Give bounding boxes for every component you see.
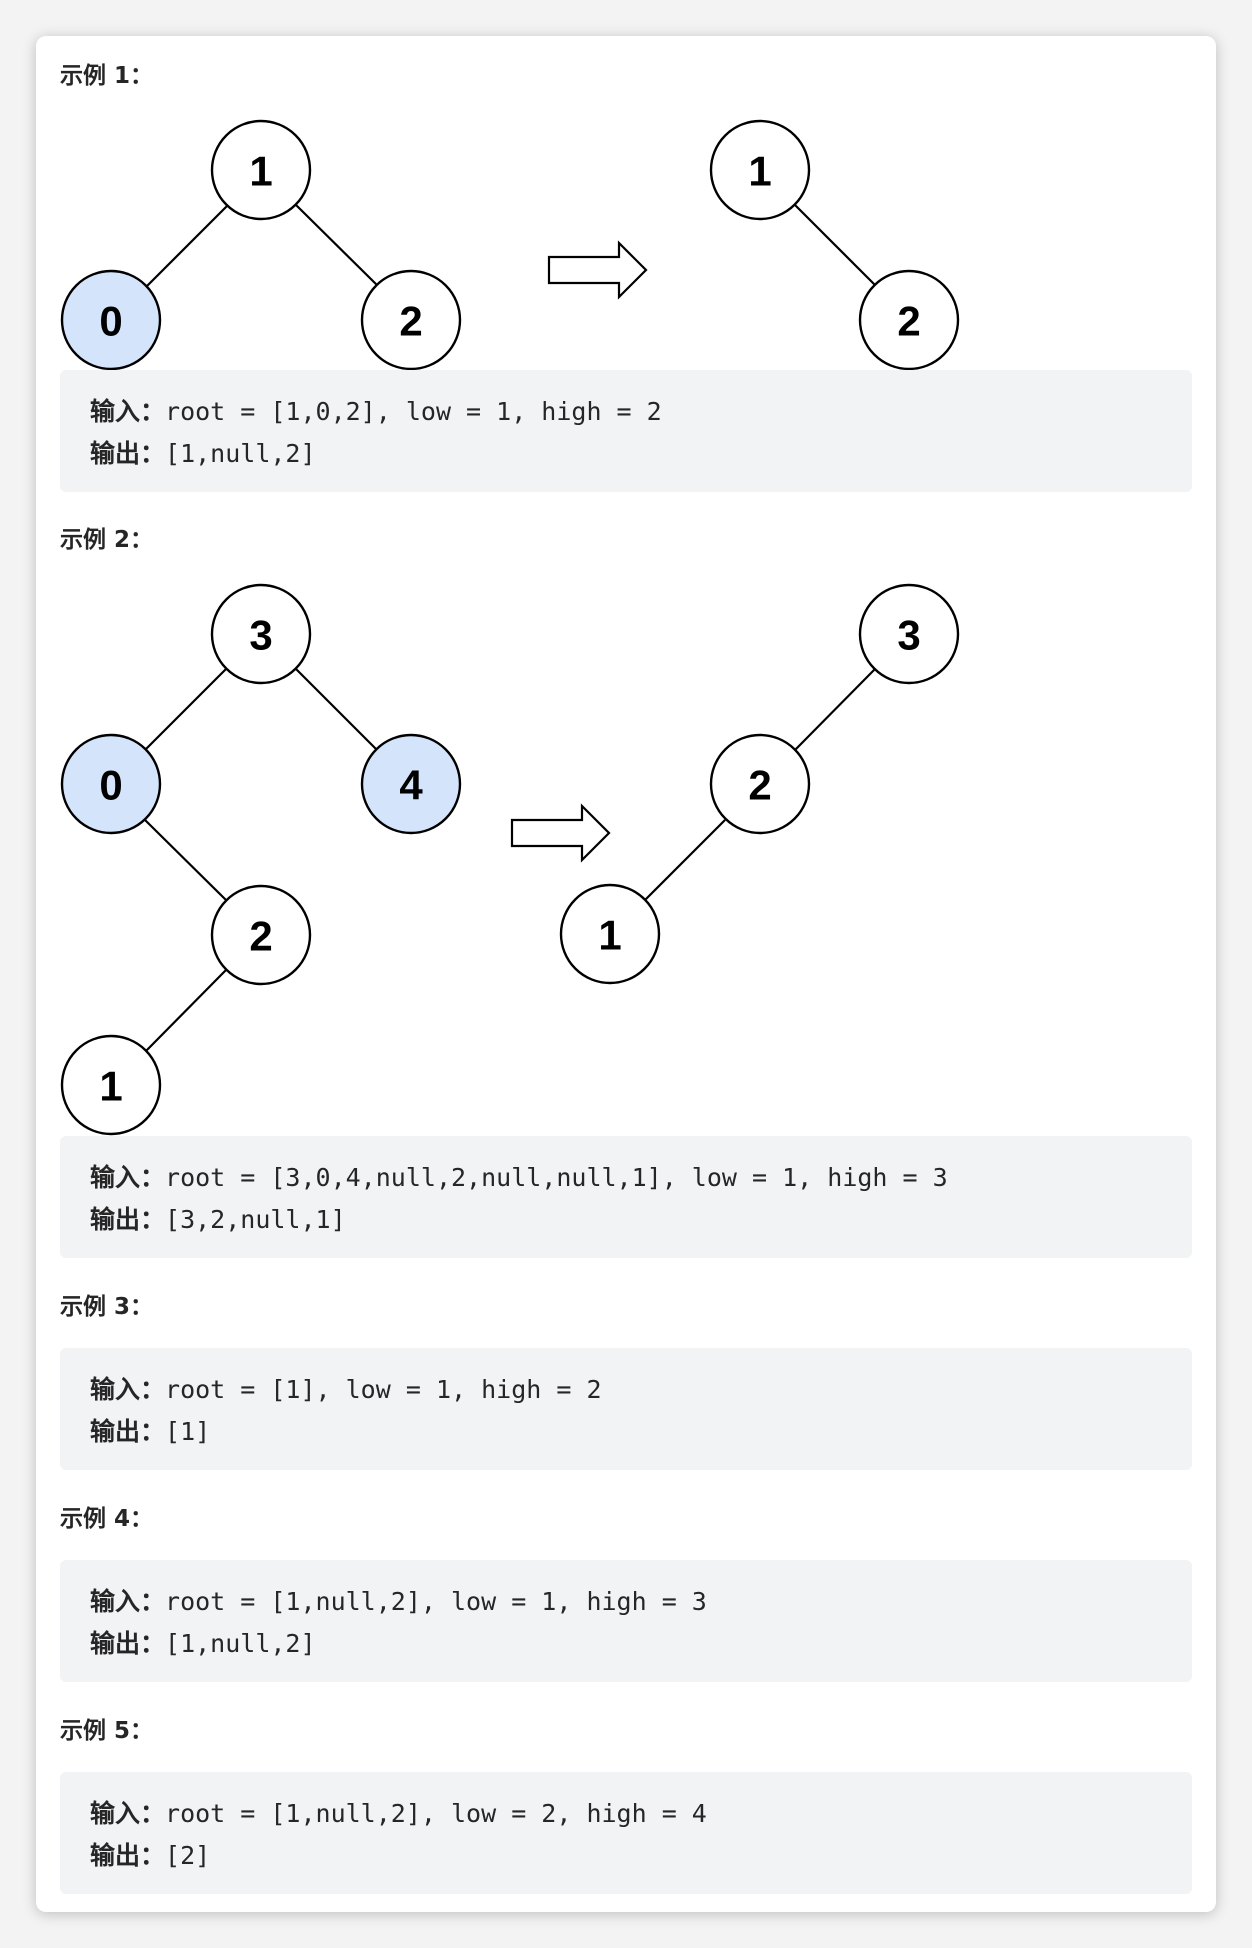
example-4-heading: 示例 4： (60, 1506, 154, 1532)
tree-node: 1 (559, 883, 661, 985)
output-value: [3,2,null,1] (165, 1205, 346, 1234)
tree-edge (644, 819, 726, 901)
tree-edge (794, 204, 879, 289)
tree-node: 2 (210, 884, 312, 986)
input-label: 输入： (90, 1163, 166, 1192)
svg-text:1: 1 (598, 912, 621, 959)
output-line: 输出：[2] (90, 1836, 210, 1872)
example-1-after-tree: 1 2 (709, 119, 960, 371)
right-arrow-icon (510, 803, 611, 863)
input-value: root = [3,0,4,null,2,null,null,1], low =… (165, 1163, 948, 1192)
tree-edge (295, 204, 381, 289)
input-line: 输入：root = [3,0,4,null,2,null,null,1], lo… (90, 1158, 948, 1194)
input-line: 输入：root = [1,null,2], low = 2, high = 4 (90, 1794, 707, 1830)
tree-node: 3 (858, 583, 960, 685)
output-label: 输出： (90, 1629, 166, 1658)
input-line: 输入：root = [1], low = 1, high = 2 (90, 1370, 602, 1406)
tree-edge (295, 668, 378, 751)
input-value: root = [1,0,2], low = 1, high = 2 (165, 397, 662, 426)
output-value: [1,null,2] (165, 1629, 316, 1658)
output-label: 输出： (90, 1841, 166, 1870)
example-2-before-tree: 3 0 4 2 1 (60, 583, 462, 1136)
output-line: 输出：[1] (90, 1412, 210, 1448)
example-2-heading: 示例 2： (60, 527, 154, 553)
svg-text:4: 4 (399, 762, 423, 809)
input-label: 输入： (90, 1799, 166, 1828)
tree-node: 2 (858, 269, 960, 371)
svg-text:1: 1 (748, 148, 771, 195)
tree-node: 3 (210, 583, 312, 685)
output-value: [2] (165, 1841, 211, 1870)
tree-edge (144, 969, 227, 1053)
input-label: 输入： (90, 1375, 166, 1404)
svg-text:2: 2 (748, 762, 771, 809)
example-2-after-tree: 3 2 1 (559, 583, 960, 985)
tree-node: 2 (360, 269, 462, 371)
example-2-code-block: 输入：root = [3,0,4,null,2,null,null,1], lo… (60, 1136, 1192, 1258)
svg-text:2: 2 (399, 298, 422, 345)
input-value: root = [1,null,2], low = 2, high = 4 (165, 1799, 707, 1828)
tree-edge (144, 819, 227, 901)
right-arrow-icon (547, 240, 648, 300)
example-3-code-block: 输入：root = [1], low = 1, high = 2 输出：[1] (60, 1348, 1192, 1470)
input-label: 输入： (90, 1587, 166, 1616)
input-value: root = [1,null,2], low = 1, high = 3 (165, 1587, 707, 1616)
tree-node: 1 (210, 119, 312, 221)
example-3-heading: 示例 3： (60, 1294, 154, 1320)
output-label: 输出： (90, 1205, 166, 1234)
svg-text:3: 3 (249, 612, 272, 659)
tree-edge (144, 204, 229, 289)
input-line: 输入：root = [1,null,2], low = 1, high = 3 (90, 1582, 707, 1618)
output-label: 输出： (90, 1417, 166, 1446)
output-value: [1] (165, 1417, 211, 1446)
input-line: 输入：root = [1,0,2], low = 1, high = 2 (90, 392, 662, 428)
example-1-code-block: 输入：root = [1,0,2], low = 1, high = 2 输出：… (60, 370, 1192, 492)
output-line: 输出：[3,2,null,1] (90, 1200, 346, 1236)
output-line: 输出：[1,null,2] (90, 434, 316, 470)
example-5-code-block: 输入：root = [1,null,2], low = 2, high = 4 … (60, 1772, 1192, 1894)
output-label: 输出： (90, 439, 166, 468)
tree-node: 2 (709, 733, 811, 835)
tree-edge (144, 668, 227, 751)
example-1-heading: 示例 1： (60, 63, 154, 89)
tree-edge (794, 668, 876, 751)
tree-node: 1 (709, 119, 811, 221)
svg-text:2: 2 (897, 298, 920, 345)
example-5-heading: 示例 5： (60, 1718, 154, 1744)
svg-text:2: 2 (249, 913, 272, 960)
tree-node: 1 (60, 1034, 162, 1136)
input-label: 输入： (90, 397, 166, 426)
svg-text:0: 0 (99, 762, 122, 809)
input-value: root = [1], low = 1, high = 2 (165, 1375, 602, 1404)
tree-node-removed: 4 (360, 733, 462, 835)
svg-text:3: 3 (897, 612, 920, 659)
example-4-code-block: 输入：root = [1,null,2], low = 1, high = 3 … (60, 1560, 1192, 1682)
svg-text:1: 1 (249, 148, 272, 195)
output-value: [1,null,2] (165, 439, 316, 468)
example-1-before-tree: 1 0 2 (60, 119, 462, 371)
tree-node-removed: 0 (60, 269, 162, 371)
svg-text:0: 0 (99, 298, 122, 345)
output-line: 输出：[1,null,2] (90, 1624, 316, 1660)
svg-text:1: 1 (99, 1063, 122, 1110)
tree-node-removed: 0 (60, 733, 162, 835)
